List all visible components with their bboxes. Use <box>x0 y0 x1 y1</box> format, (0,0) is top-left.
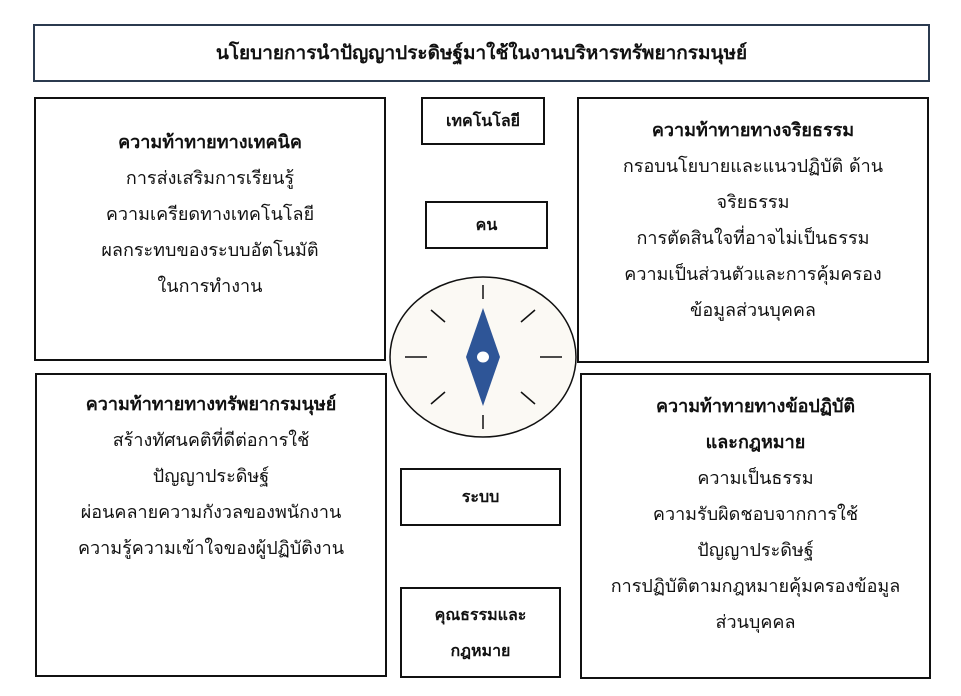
diagram-title: นโยบายการนำปัญญาประดิษฐ์มาใช้ในงานบริหาร… <box>33 24 930 82</box>
ethics-law-label-box: คุณธรรมและ กฎหมาย <box>400 587 561 678</box>
box-line: ผลกระทบของระบบอัตโนมัติ <box>101 240 319 261</box>
people-label-box: คน <box>425 201 548 249</box>
box-line: ในการทำงาน <box>157 276 263 297</box>
box-heading: ความท้าทายทางเทคนิค <box>118 132 302 153</box>
compass-pivot <box>477 351 489 363</box>
system-label: ระบบ <box>461 487 500 506</box>
box-line: ความรับผิดชอบจากการใช้ <box>652 504 859 525</box>
title-text: นโยบายการนำปัญญาประดิษฐ์มาใช้ในงานบริหาร… <box>215 42 748 64</box>
legal-challenges-box: ความท้าทายทางข้อปฏิบัติ และกฎหมาย ความเป… <box>580 373 931 679</box>
box-line: ข้อมูลส่วนบุคคล <box>690 300 816 321</box>
technology-label-box: เทคโนโลยี <box>421 97 545 145</box>
box-line: ความรู้ความเข้าใจของผู้ปฏิบัติงาน <box>77 538 345 559</box>
box-heading: ความท้าทายทางทรัพยากรมนุษย์ <box>85 394 337 415</box>
box-line: จริยธรรม <box>716 192 790 213</box>
box-line: ส่วนบุคคล <box>715 612 796 633</box>
system-label-box: ระบบ <box>400 468 561 526</box>
ethics-law-label: กฎหมาย <box>450 640 511 660</box>
compass-ticks <box>405 285 562 429</box>
technical-challenges-box: ความท้าทายทางเทคนิค การส่งเสริมการเรียนร… <box>34 97 386 361</box>
people-label: คน <box>475 215 498 234</box>
box-line: ปัญญาประดิษฐ์ <box>697 540 814 561</box>
box-line: ความเป็นส่วนตัวและการคุ้มครอง <box>624 264 882 285</box>
box-line: การส่งเสริมการเรียนรู้ <box>125 168 295 189</box>
technology-label: เทคโนโลยี <box>445 111 521 130</box>
box-line: ปัญญาประดิษฐ์ <box>152 466 270 487</box>
box-line: การปฏิบัติตามกฎหมายคุ้มครองข้อมูล <box>610 576 901 597</box>
box-line: ความเป็นธรรม <box>697 468 814 489</box>
box-line: ความเครียดทางเทคโนโลยี <box>105 204 315 225</box>
box-line: ผ่อนคลายความกังวลของพนักงาน <box>80 502 342 523</box>
box-line: กรอบนโยบายและแนวปฏิบัติ ด้าน <box>622 156 884 177</box>
ethics-challenges-box: ความท้าทายทางจริยธรรม กรอบนโยบายและแนวปฏ… <box>577 97 929 363</box>
box-heading: ความท้าทายทางจริยธรรม <box>651 120 855 141</box>
ethics-law-label: คุณธรรมและ <box>434 604 527 624</box>
box-line: การตัดสินใจที่อาจไม่เป็นธรรม <box>636 228 870 249</box>
box-heading: และกฎหมาย <box>705 432 806 453</box>
compass-icon <box>389 276 577 438</box>
human-resource-challenges-box: ความท้าทายทางทรัพยากรมนุษย์ สร้างทัศนคติ… <box>35 373 387 677</box>
box-heading: ความท้าทายทางข้อปฏิบัติ <box>655 396 856 417</box>
box-line: สร้างทัศนคติที่ดีต่อการใช้ <box>112 430 310 451</box>
